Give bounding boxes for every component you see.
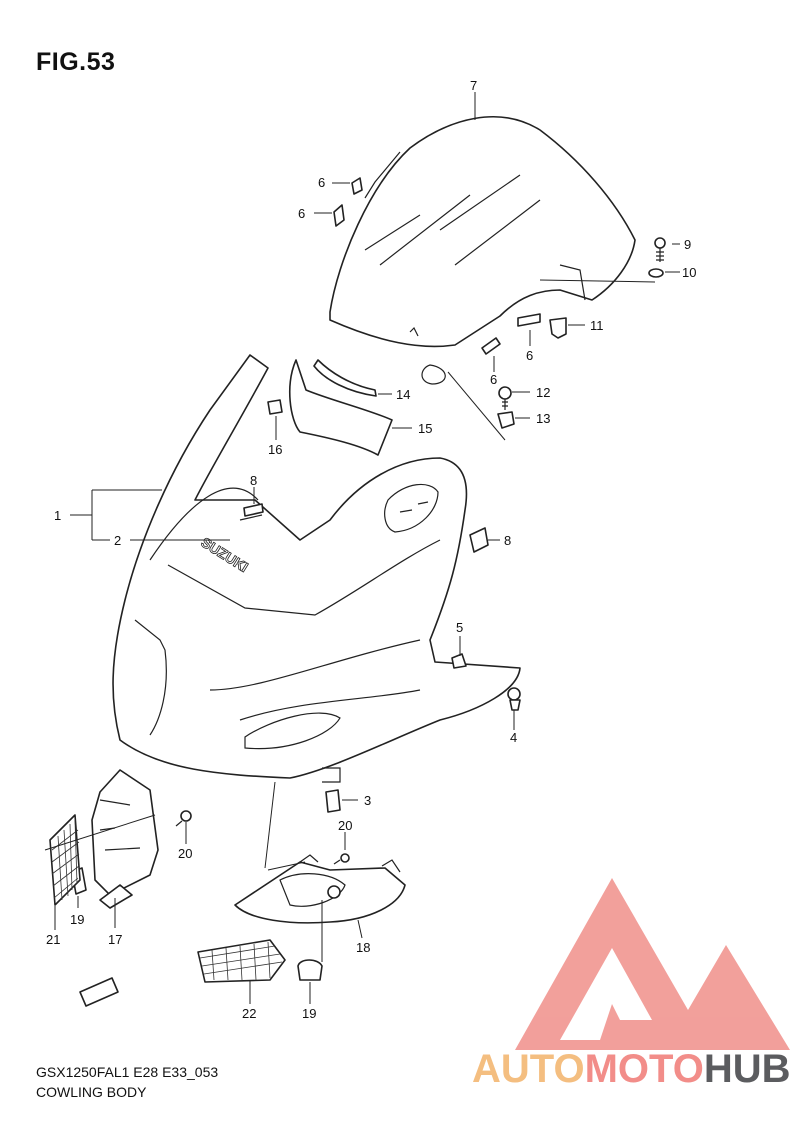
callout-15: 15 bbox=[418, 421, 432, 436]
callout-14: 14 bbox=[396, 387, 410, 402]
callout-21: 21 bbox=[46, 932, 60, 947]
leader-lines bbox=[44, 92, 680, 1004]
watermark-triangle bbox=[515, 878, 790, 1050]
callout-18: 18 bbox=[356, 940, 370, 955]
callout-10: 10 bbox=[682, 265, 696, 280]
watermark-logo: AUTOMOTOHUB bbox=[472, 878, 791, 1091]
callout-6-c: 6 bbox=[526, 348, 533, 363]
callout-6-b: 6 bbox=[298, 206, 305, 221]
callout-20-a: 20 bbox=[338, 818, 352, 833]
callout-22: 22 bbox=[242, 1006, 256, 1021]
callout-6-a: 6 bbox=[318, 175, 325, 190]
part-side-inner-cover bbox=[49, 769, 192, 909]
callout-5: 5 bbox=[456, 620, 463, 635]
watermark-text-hub: HUB bbox=[704, 1047, 791, 1091]
svg-text:AUTOMOTOHUB: AUTOMOTOHUB bbox=[472, 1047, 791, 1091]
fwd-direction-arrow: FWD bbox=[79, 977, 119, 1007]
callout-13: 13 bbox=[536, 411, 550, 426]
callout-9: 9 bbox=[684, 237, 691, 252]
watermark-text-moto: MOTO bbox=[585, 1047, 704, 1091]
callout-6-d: 6 bbox=[490, 372, 497, 387]
figure-caption: COWLING BODY bbox=[36, 1084, 147, 1100]
callout-19-a: 19 bbox=[70, 912, 84, 927]
callout-12: 12 bbox=[536, 385, 550, 400]
part-cowling-body: SUZUKI bbox=[112, 354, 521, 783]
callout-8-a: 8 bbox=[250, 473, 257, 488]
part-lower-undercover bbox=[197, 853, 406, 983]
part-inner-panels bbox=[267, 359, 393, 456]
callout-2: 2 bbox=[114, 533, 121, 548]
figure-title: FIG.53 bbox=[36, 48, 116, 76]
watermark-text-auto: AUTO bbox=[472, 1047, 585, 1091]
callout-16: 16 bbox=[268, 442, 282, 457]
callout-1: 1 bbox=[54, 508, 61, 523]
callout-numbers: 7 6 6 9 10 11 6 6 12 13 14 15 16 8 8 1 2… bbox=[46, 78, 696, 1021]
callout-8-b: 8 bbox=[504, 533, 511, 548]
callout-7: 7 bbox=[470, 78, 477, 93]
part-fasteners bbox=[447, 237, 666, 441]
callout-3: 3 bbox=[364, 793, 371, 808]
callout-4: 4 bbox=[510, 730, 517, 745]
callout-19-b: 19 bbox=[302, 1006, 316, 1021]
callout-11: 11 bbox=[590, 318, 604, 333]
part-trim-strips bbox=[333, 177, 541, 355]
part-clips bbox=[243, 503, 521, 813]
part-windscreen bbox=[329, 116, 636, 385]
callout-17: 17 bbox=[108, 932, 122, 947]
model-code: GSX1250FAL1 E28 E33_053 bbox=[36, 1064, 219, 1080]
callout-20-b: 20 bbox=[178, 846, 192, 861]
